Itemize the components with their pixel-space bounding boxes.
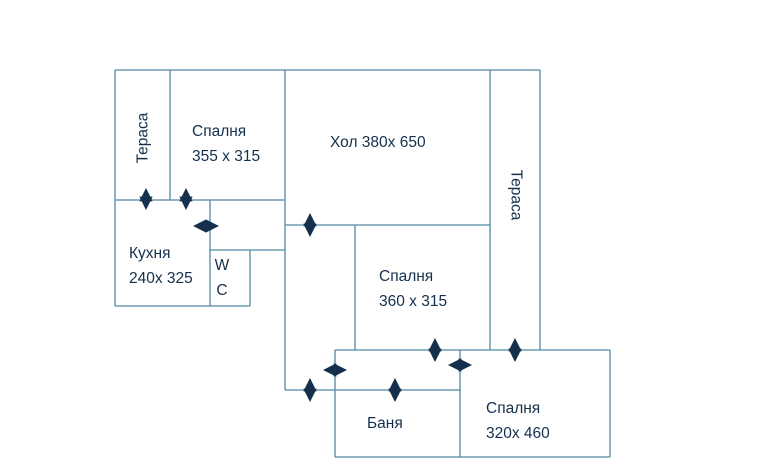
room-name: Спалня bbox=[192, 123, 247, 140]
room-label-bedroom-top: Спалня 355 x 315 bbox=[192, 119, 260, 169]
room-label-text: C bbox=[216, 282, 228, 299]
room-label-bath: Баня bbox=[367, 411, 403, 436]
room-label-kitchen: Кухня 240х 325 bbox=[129, 241, 193, 291]
room-label-text: Тераса bbox=[134, 112, 151, 164]
room-name: Кухня bbox=[129, 245, 171, 262]
room-label-hall: Хол 380х 650 bbox=[330, 130, 426, 155]
room-name: Спалня bbox=[486, 400, 541, 417]
room-size: 360 x 315 bbox=[379, 293, 448, 310]
room-label-text: Баня bbox=[367, 415, 403, 432]
room-label-wc: W C bbox=[207, 253, 237, 303]
room-size: 320х 460 bbox=[486, 425, 550, 442]
room-label-text: Тераса bbox=[507, 169, 524, 221]
room-label-text: Хол 380х 650 bbox=[330, 134, 426, 151]
room-name: Спалня bbox=[379, 268, 434, 285]
room-label-bedroom-bottom: Спалня 320х 460 bbox=[486, 396, 550, 446]
room-size: 355 x 315 bbox=[192, 148, 261, 165]
room-size: 240х 325 bbox=[129, 270, 193, 287]
room-label-text: W bbox=[214, 257, 230, 274]
room-label-bedroom-mid: Спалня 360 x 315 bbox=[379, 264, 447, 314]
room-label-terrace-left: Тераса bbox=[117, 80, 169, 196]
doors bbox=[139, 187, 522, 403]
room-label-terrace-right: Тераса bbox=[493, 156, 537, 234]
